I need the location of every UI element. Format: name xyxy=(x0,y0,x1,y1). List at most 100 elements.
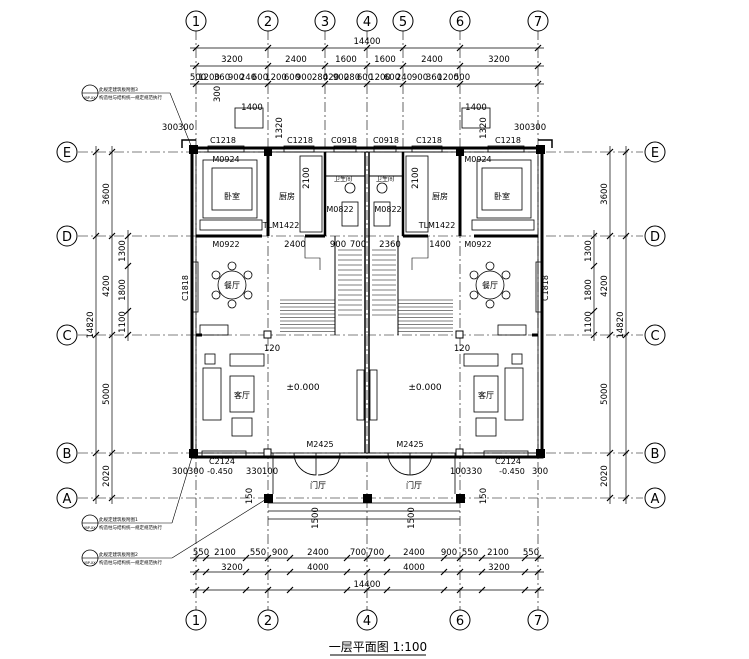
note-2-line2: 构造柱与结构统一规定规范执行 xyxy=(99,524,162,531)
axis-top-5: 5 xyxy=(399,15,407,30)
room-kitchen-right: 厨房 xyxy=(432,191,448,201)
dim-120-2: 120 xyxy=(454,344,470,354)
dim-left-inner-1: 1300 xyxy=(118,240,128,262)
outside-level-right: -0.450 xyxy=(499,467,525,476)
dim-top-1: 3200 xyxy=(221,55,243,65)
dim-top-row2-13: 600 xyxy=(357,73,373,83)
label-m0922-2: M0922 xyxy=(464,240,491,249)
dim-300-b1: 300 xyxy=(172,467,188,477)
dim-bottom-1-0: 550 xyxy=(193,548,209,558)
level-left: ±0.000 xyxy=(286,383,320,393)
dim-right-3: 5000 xyxy=(600,383,610,405)
rear-windows xyxy=(191,107,543,458)
dim-100-2: 100 xyxy=(262,467,278,477)
dim-int-900: 900 xyxy=(330,240,346,250)
dim-300-b3: 300 xyxy=(532,467,548,477)
room-bathroom-right: 卫生间 xyxy=(376,175,394,183)
dim-top-row2-1: 1200 xyxy=(198,73,220,83)
dim-330-1: 330 xyxy=(246,467,262,477)
note-3-line2: 构造柱与结构统一规定规范执行 xyxy=(99,559,162,566)
note-1-line1: 此规定建筑板附图3 xyxy=(99,86,138,93)
dim-100-1: 100 xyxy=(450,467,466,477)
dim-top-5: 2400 xyxy=(421,55,443,65)
interior-dimensions: 2400 900 700 2360 1400 1400 1400 1320 13… xyxy=(162,86,548,529)
label-m0922-1: M0922 xyxy=(212,240,239,249)
label-m0822-1: M0822 xyxy=(326,205,353,214)
note-2-line1: 此规定建筑板附图1 xyxy=(99,516,138,523)
dim-top-row2-11: 900 xyxy=(333,73,349,83)
axis-right-B: B xyxy=(651,447,660,462)
dim-top-row2-3: 900 xyxy=(228,73,244,83)
room-bedroom-left: 卧室 xyxy=(224,191,240,201)
dim-left-1: 3600 xyxy=(102,183,112,205)
title-text: 一层平面图 1:100 xyxy=(329,640,427,654)
dim-total-bottom: 14400 xyxy=(353,580,380,590)
dim-top-row2-18: 360 xyxy=(426,73,442,83)
axis-bottom-7: 7 xyxy=(534,614,542,629)
dim-left-3: 5000 xyxy=(102,383,112,405)
dim-right-total: 14820 xyxy=(616,311,626,338)
dim-left-2: 4200 xyxy=(102,275,112,297)
dim-right-4: 2020 xyxy=(600,465,610,487)
dim-top-row2-12: 280 xyxy=(344,73,360,83)
level-right: ±0.000 xyxy=(408,383,442,393)
label-c1818-2: C1818 xyxy=(541,275,550,301)
label-m0822-2: M0822 xyxy=(374,205,401,214)
dim-bottom-2-3: 4000 xyxy=(403,563,425,573)
dim-1500-1: 1500 xyxy=(311,507,321,529)
dim-bottom-1-7: 2400 xyxy=(403,548,425,558)
dim-top-row2-8: 900 xyxy=(296,73,312,83)
label-m2425-2: M2425 xyxy=(396,440,423,449)
label-c1218-4: C1218 xyxy=(495,136,521,145)
dim-330-2: 330 xyxy=(466,467,482,477)
axis-top-3: 3 xyxy=(321,15,329,30)
note-3-code: JBP-XX xyxy=(83,561,96,565)
dim-top-row2-16: 240 xyxy=(396,73,412,83)
dim-bottom-1-1: 2100 xyxy=(214,548,236,558)
label-c0918-1: C0918 xyxy=(331,136,357,145)
axis-bottom-2: 2 xyxy=(264,614,272,629)
dim-150-2: 150 xyxy=(479,488,489,504)
furniture xyxy=(199,155,535,437)
dim-top-row2-2: 360 xyxy=(214,73,230,83)
note-2-code: JBP-XX xyxy=(83,526,96,530)
room-living-right: 客厅 xyxy=(478,390,494,400)
label-tlm1422-1: TLM1422 xyxy=(262,221,300,230)
dim-left-4: 2020 xyxy=(102,465,112,487)
dim-bottom-1-8: 900 xyxy=(441,548,457,558)
axis-top-6: 6 xyxy=(456,15,464,30)
axis-left-C: C xyxy=(62,329,71,344)
axis-bottom-4: 4 xyxy=(363,614,371,629)
dim-120-1: 120 xyxy=(264,344,280,354)
dim-left-inner-3: 1100 xyxy=(118,311,128,333)
axis-left-E: E xyxy=(63,146,71,161)
dim-300-b2: 300 xyxy=(188,467,204,477)
top-dimension-lines xyxy=(190,44,544,88)
dim-left-total: 14820 xyxy=(86,311,96,338)
axis-right-E: E xyxy=(651,146,659,161)
dim-150-1: 150 xyxy=(245,488,255,504)
dim-top-6: 3200 xyxy=(488,55,510,65)
dim-dormer-1: 1400 xyxy=(241,103,263,113)
dim-top-row2-15: 600 xyxy=(384,73,400,83)
label-m0924-2: M0924 xyxy=(464,155,491,164)
dim-top-3: 1600 xyxy=(335,55,357,65)
dim-right-1: 3600 xyxy=(600,183,610,205)
dim-1320-1: 1320 xyxy=(275,117,285,139)
axis-left-A: A xyxy=(63,492,72,507)
note-3: JBP-XX 此规定建筑板附图2 构造柱与结构统一规定规范执行 xyxy=(81,497,269,567)
dim-int-1400: 1400 xyxy=(429,240,451,250)
dim-top-row2-9: 280 xyxy=(312,73,328,83)
dim-int-2360: 2360 xyxy=(379,240,401,250)
dim-bottom-1-10: 2100 xyxy=(487,548,509,558)
axis-left-B: B xyxy=(63,447,72,462)
dim-300-e4: 300 xyxy=(530,123,546,133)
outside-level-left: -0.450 xyxy=(207,467,233,476)
dim-dormer-2: 1400 xyxy=(465,103,487,113)
room-dining-right: 餐厅 xyxy=(482,281,498,290)
dim-top-row2-0: 500 xyxy=(190,73,206,83)
label-c1218-1: C1218 xyxy=(210,136,236,145)
room-bedroom-right: 卧室 xyxy=(494,191,510,201)
dim-top-row2-10: 420 xyxy=(323,73,339,83)
axis-right-C: C xyxy=(650,329,659,344)
